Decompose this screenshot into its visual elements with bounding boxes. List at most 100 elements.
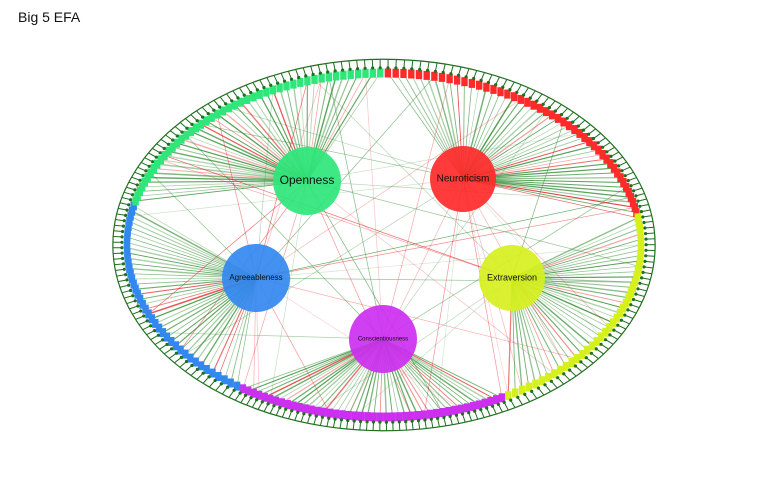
indicator-node	[490, 84, 497, 94]
arrow-head	[289, 77, 294, 81]
cross-loading-edge	[269, 180, 308, 400]
indicator-node	[512, 388, 519, 398]
indicator-node	[622, 298, 630, 308]
arrow-head	[276, 81, 280, 85]
cross-loading-edge	[348, 178, 464, 416]
cross-loading-edge	[365, 73, 384, 340]
arrow-head	[599, 342, 603, 346]
indicator-node	[269, 85, 277, 95]
indicator-node	[610, 163, 618, 173]
indicator-node	[560, 117, 567, 127]
indicator-node	[613, 313, 620, 323]
arrow-head	[201, 371, 205, 375]
arrow-head	[596, 141, 600, 145]
cross-loading-edge	[255, 76, 435, 279]
indicator-node	[297, 77, 304, 87]
arrow-head	[129, 198, 133, 202]
cross-loading-edge	[162, 332, 384, 340]
arrow-head	[541, 102, 545, 106]
indicator-node	[314, 406, 321, 416]
indicator-node	[128, 274, 136, 284]
indicator-node	[636, 256, 644, 266]
factor-node-extraversion	[479, 245, 545, 311]
residual-arrows	[112, 58, 656, 432]
indicator-node	[326, 408, 334, 418]
cross-loading-edge	[306, 180, 444, 413]
arrow-head	[262, 85, 266, 90]
arrow-head	[179, 355, 183, 359]
indicator-node	[518, 385, 526, 395]
arrow-head	[138, 178, 142, 182]
arrow-head	[639, 210, 644, 214]
indicator-node	[124, 248, 131, 258]
arrow-head	[218, 105, 222, 109]
indicator-node	[219, 106, 227, 116]
indicator-node	[633, 272, 640, 282]
indicator-node	[504, 89, 511, 99]
indicator-node	[192, 123, 199, 133]
indicator-node	[461, 77, 468, 87]
indicator-node	[384, 68, 392, 78]
arrow-head	[201, 115, 205, 119]
indicator-node	[524, 97, 531, 107]
arrow-head	[260, 400, 264, 404]
factor-node-openness	[273, 147, 341, 215]
arrow-head	[171, 138, 175, 142]
indicator-node	[125, 258, 132, 268]
arrow-head	[454, 413, 458, 417]
arrow-head	[120, 246, 124, 250]
indicator-node	[351, 411, 358, 421]
arrow-head	[509, 398, 513, 402]
indicator-node	[593, 336, 600, 346]
arrow-head	[145, 319, 149, 323]
arrow-head	[516, 395, 520, 399]
indicator-node	[445, 406, 452, 416]
indicator-node	[290, 79, 297, 89]
arrow-head	[232, 388, 236, 392]
arrow-head	[441, 70, 445, 74]
arrow-head	[515, 90, 519, 94]
arrow-head	[127, 283, 131, 287]
arrow-head	[530, 389, 534, 393]
indicator-node	[551, 369, 558, 379]
indicator-node	[389, 412, 396, 422]
indicator-node	[126, 216, 133, 226]
arrow-head	[629, 184, 633, 188]
indicator-node	[290, 401, 297, 411]
arrow-head	[122, 267, 126, 271]
arrow-head	[236, 96, 240, 100]
arrow-head	[626, 308, 630, 312]
indicator-node	[256, 89, 263, 99]
indicator-node	[159, 328, 166, 338]
arrow-head	[402, 66, 406, 70]
indicator-node	[132, 196, 139, 206]
indicator-node	[144, 173, 151, 183]
indicator-node	[225, 103, 232, 113]
arrow-head	[190, 122, 194, 126]
arrow-head	[180, 130, 184, 134]
indicator-node	[599, 150, 606, 159]
arrow-head	[125, 208, 129, 212]
indicator-node	[157, 155, 164, 165]
indicator-node	[263, 87, 270, 97]
cross-loading-edge	[382, 111, 547, 340]
arrow-head	[553, 109, 558, 113]
factor-label-conscientiousness: Conscientiousness	[358, 337, 408, 343]
indicator-node	[124, 232, 131, 242]
arrow-head	[352, 419, 356, 423]
arrow-head	[333, 417, 337, 421]
arrow-head	[571, 120, 575, 124]
indicator-node	[347, 69, 354, 79]
indicator-node	[637, 229, 644, 239]
arrow-head	[255, 88, 259, 92]
indicator-node	[221, 375, 228, 385]
indicator-node	[139, 182, 146, 192]
indicator-node	[511, 92, 518, 102]
indicator-node	[614, 168, 621, 178]
arrow-head	[397, 420, 401, 424]
indicator-node	[214, 109, 221, 119]
indicator-node	[481, 398, 488, 408]
arrow-head	[556, 376, 560, 380]
indicator-node	[610, 318, 617, 328]
indicator-node	[545, 372, 552, 382]
